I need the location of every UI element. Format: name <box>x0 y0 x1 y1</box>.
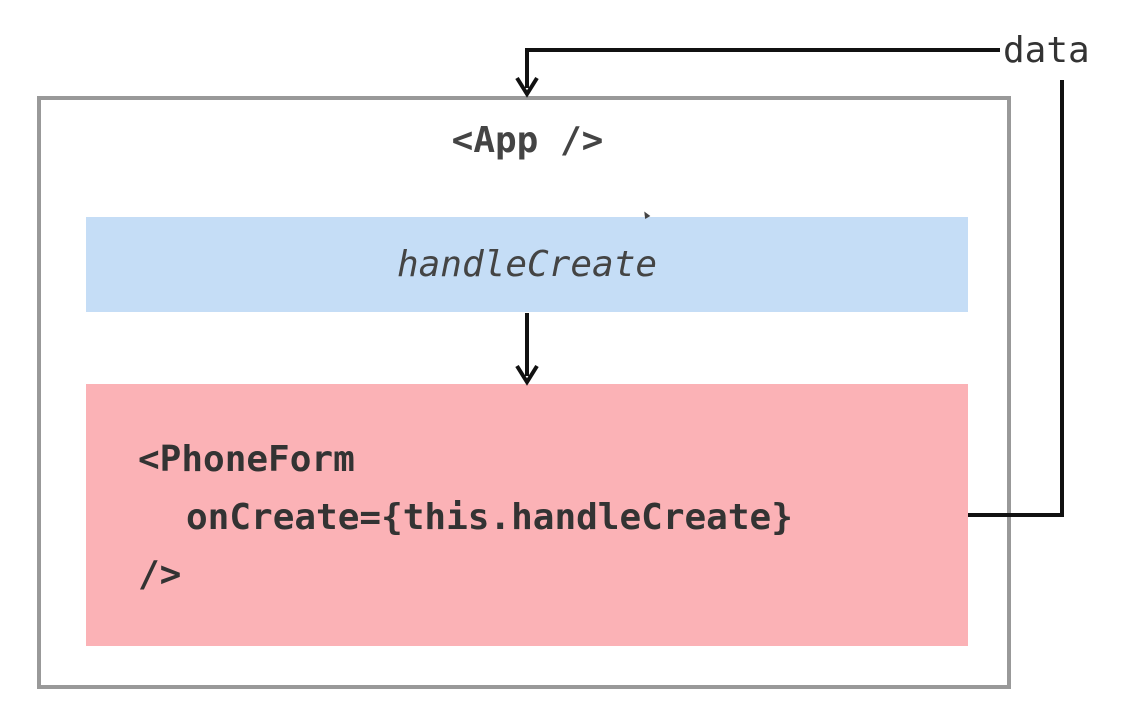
data-flow-label: data <box>1003 30 1090 71</box>
handle-create-box: handleCreate <box>86 217 968 312</box>
app-component-title: <App /> <box>451 120 604 161</box>
handle-create-label: handleCreate <box>396 244 658 285</box>
data-flow-return-line <box>525 48 1000 88</box>
data-flow-arrowhead <box>515 76 539 98</box>
phone-form-box: <PhoneForm onCreate={this.handleCreate} … <box>86 384 968 646</box>
phone-form-open-tag: <PhoneForm <box>138 439 355 480</box>
phone-form-close-tag: /> <box>138 554 182 595</box>
phone-form-oncreate-prop: onCreate={this.handleCreate} <box>186 497 793 538</box>
